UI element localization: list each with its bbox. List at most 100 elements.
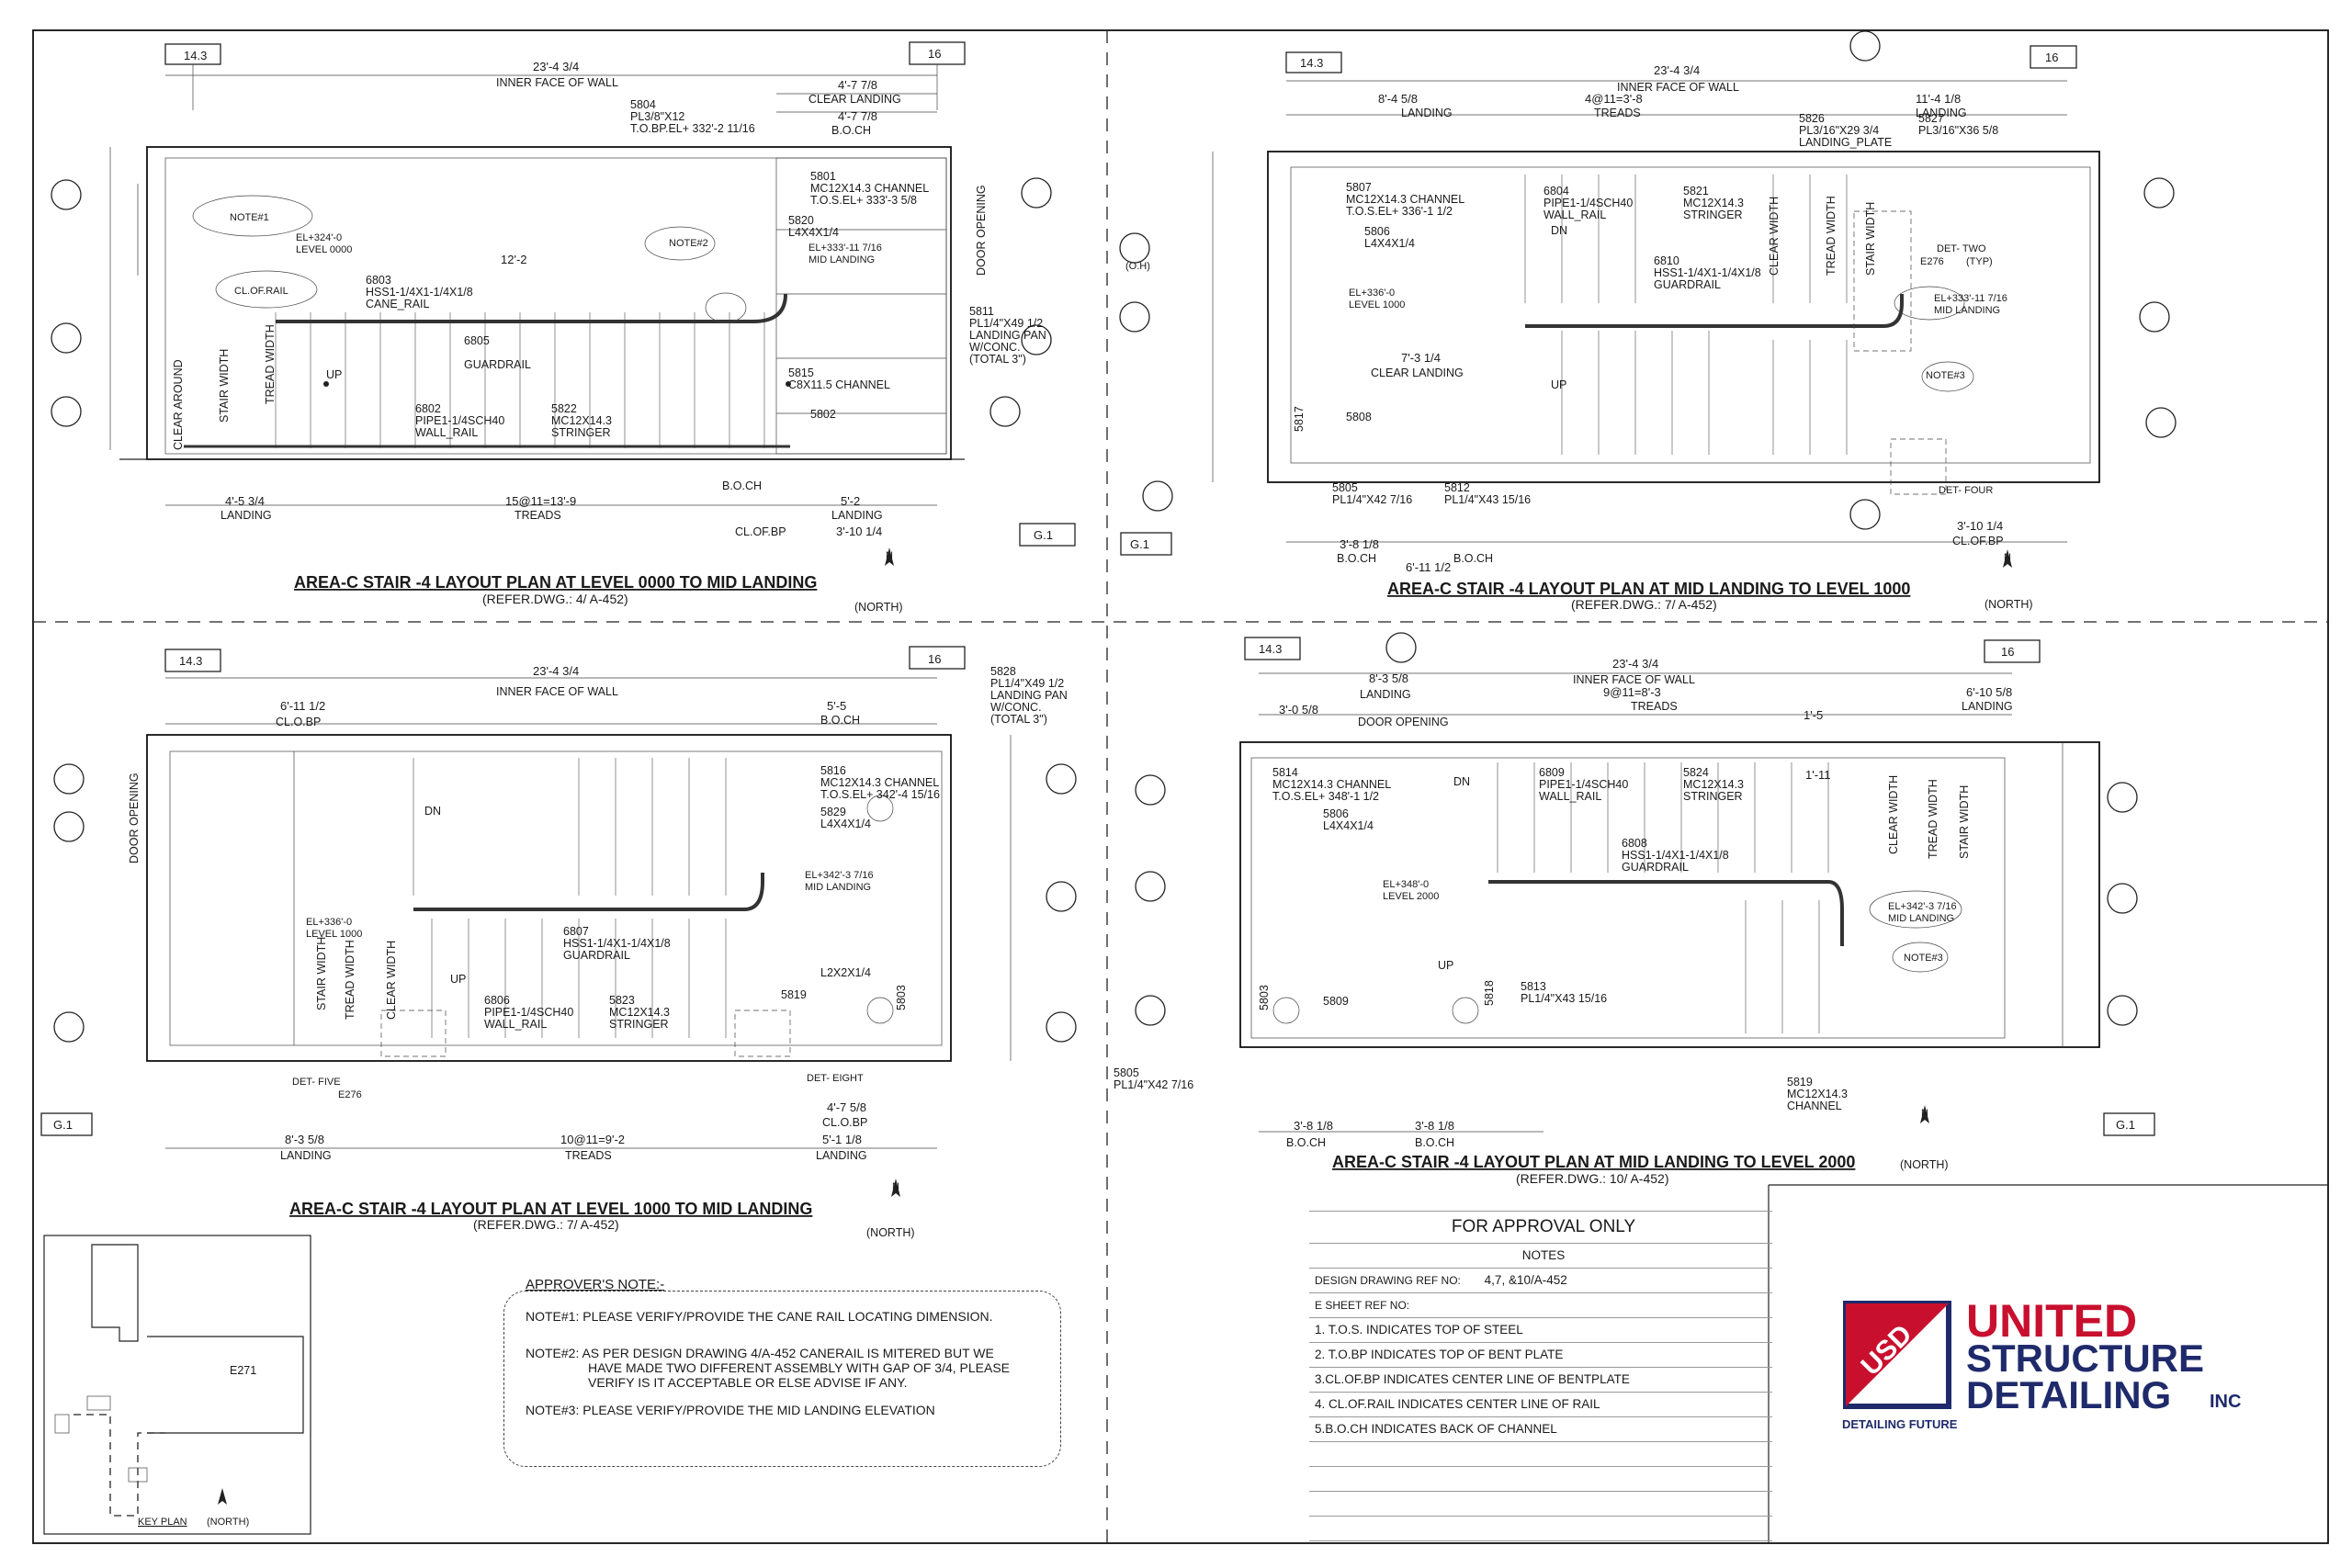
- dim-label: INNER FACE OF WALL: [1617, 81, 1739, 94]
- esheet-row: E SHEET REF NO:: [1309, 1293, 1772, 1318]
- dim-landing: 8'-3 5/8: [285, 1133, 324, 1146]
- grid-left: 14.3: [179, 654, 202, 668]
- note-item: 4. CL.OF.RAIL INDICATES CENTER LINE OF R…: [1309, 1393, 1772, 1417]
- north-arrow-icon: N (NORTH): [1984, 549, 2033, 611]
- elevation: EL+342'-3 7/16: [805, 870, 874, 881]
- piece-desc: WALL_RAIL: [1544, 209, 1606, 221]
- dim-label: LANDING: [1916, 107, 1967, 119]
- piece-mark: 6808: [1622, 837, 1647, 850]
- keyplan-north: (NORTH): [207, 1517, 249, 1528]
- elevation: EL+342'-3 7/16: [1888, 901, 1957, 912]
- piece-desc: MC12X14.3 CHANNEL: [1272, 778, 1391, 791]
- piece-desc: GUARDRAIL: [563, 949, 630, 962]
- note-item: 5.B.O.CH INDICATES BACK OF CHANNEL: [1309, 1417, 1772, 1442]
- dim-clbp: 4'-7 5/8: [827, 1100, 866, 1114]
- dim-label: CL.OF.BP: [1952, 535, 2004, 547]
- dim-label: LANDING: [1401, 107, 1453, 119]
- dim-label: CL.O.BP: [276, 716, 321, 728]
- grid-right: 16: [2001, 645, 2014, 659]
- piece-desc: STRINGER: [1683, 790, 1743, 803]
- dim-label: TREADS: [1631, 700, 1678, 713]
- notes-heading: NOTES: [1309, 1244, 1772, 1269]
- grid-bottom: G.1: [1034, 528, 1053, 542]
- grid-right: 16: [2045, 51, 2058, 64]
- note-item: 3.CL.OF.BP INDICATES CENTER LINE OF BENT…: [1309, 1368, 1772, 1393]
- dim-boch: 3'-8 1/8: [1294, 1119, 1333, 1133]
- dim-label: B.O.CH: [820, 714, 860, 727]
- piece-desc: HSS1-1/4X1-1/4X1/8: [366, 286, 473, 299]
- cloud-note: NOTE#2: [669, 238, 708, 249]
- north-arrow-icon: N (NORTH): [1900, 1105, 1949, 1171]
- dim-treads: 15@11=13'-9: [505, 494, 576, 508]
- dim-label: CL.OF.BP: [735, 525, 786, 538]
- piece-desc: WALL_RAIL: [484, 1018, 547, 1031]
- dim-label: LANDING: [831, 509, 883, 522]
- stair-width: STAIR WIDTH: [1958, 785, 1971, 859]
- up-label: UP: [1438, 959, 1453, 972]
- tread-width: TREAD WIDTH: [1927, 779, 1939, 859]
- logo-line2: STRUCTURE: [1966, 1337, 2204, 1380]
- treads: [275, 312, 765, 448]
- plan-level-0000-to-mid: 14.3 16 G.1 23'-4 3/4 INNER FACE OF WALL…: [51, 41, 1076, 614]
- grid-left: 14.3: [1300, 56, 1323, 70]
- dim-landing: 8'-4 5/8: [1378, 92, 1418, 106]
- dn-label: DN: [1453, 775, 1470, 788]
- door-opening: DOOR OPENING: [1358, 716, 1449, 728]
- keyplan-label: KEY PLAN: [138, 1517, 187, 1528]
- design-ref-row: DESIGN DRAWING REF NO: 4,7, &10/A-452: [1309, 1269, 1772, 1293]
- plan-ref: (REFER.DWG.: 7/ A-452): [1571, 597, 1717, 612]
- dim-landing: 8'-3 5/8: [1369, 671, 1408, 685]
- piece-mark: 5824: [1683, 766, 1709, 779]
- piece-desc: C8X11.5 CHANNEL: [788, 378, 890, 391]
- elevation: EL+348'-0: [1383, 879, 1429, 890]
- grid-left: 14.3: [184, 49, 207, 62]
- piece-mark: 6802: [415, 402, 441, 415]
- piece-desc: L4X4X1/4: [820, 818, 871, 830]
- keyplan-north-icon: [218, 1488, 227, 1505]
- approver-heading: APPROVER'S NOTE:-: [526, 1277, 665, 1292]
- note-blank: [1309, 1442, 1772, 1467]
- piece-mark: 5823: [609, 994, 635, 1007]
- piece-mark: 5819: [1787, 1076, 1813, 1089]
- dim-label: TREADS: [514, 509, 561, 522]
- piece-desc: MC12X14.3: [551, 414, 612, 427]
- detail-sheet: E276: [338, 1089, 362, 1100]
- dim-boch: 6'-11 1/2: [1406, 560, 1451, 574]
- piece-desc: (TOTAL 3"): [990, 713, 1047, 726]
- dim-label: B.O.CH: [1453, 552, 1493, 565]
- detail-tag: DET- TWO: [1937, 243, 1986, 254]
- north-label: (NORTH): [1984, 598, 2033, 611]
- dim-label: LANDING: [1962, 700, 2013, 713]
- logo-line1: UNITED: [1966, 1295, 2138, 1347]
- dim-boch: 4'-7 7/8: [838, 109, 877, 123]
- piece-desc: HSS1-1/4X1-1/4X1/8: [563, 937, 671, 950]
- piece-mark: 5817: [1293, 406, 1306, 432]
- elevation: MID LANDING: [808, 254, 875, 265]
- dim-treads: 9@11=8'-3: [1603, 685, 1661, 699]
- detail-tag: DET- EIGHT: [807, 1073, 864, 1084]
- dim-landing: 5'-1 1/8: [822, 1133, 862, 1146]
- dim-landing: 6'-11 1/2: [280, 699, 325, 713]
- svg-text:N: N: [886, 550, 893, 561]
- clear-around: CLEAR AROUND: [172, 359, 185, 450]
- elevation: EL+333'-11 7/16: [808, 243, 882, 254]
- piece-desc: L4X4X1/4: [788, 226, 839, 239]
- svg-text:N: N: [2004, 552, 2011, 563]
- plan-mid-to-level-1000: 14.3 16 G.1 23'-4 3/4 INNER FACE OF WALL…: [1119, 30, 2177, 612]
- piece-elev: T.O.S.EL+ 342'-4 15/16: [820, 788, 940, 801]
- approver-note-3: NOTE#3: PLEASE VERIFY/PROVIDE THE MID LA…: [526, 1403, 935, 1417]
- elevation: EL+324'-0: [296, 232, 342, 243]
- piece-mark: 5815: [788, 367, 814, 379]
- piece-mark: 5821: [1683, 185, 1709, 197]
- piece-desc: GUARDRAIL: [464, 358, 531, 371]
- cloud-note: NOTE#3: [1904, 953, 1943, 964]
- piece-mark: 5803: [1258, 985, 1271, 1010]
- note-item: 1. T.O.S. INDICATES TOP OF STEEL: [1309, 1318, 1772, 1343]
- piece-desc: PL1/4"X42 7/16: [1114, 1078, 1193, 1091]
- piece-mark: 5806: [1364, 225, 1390, 238]
- dim-label: CL.O.BP: [822, 1116, 867, 1129]
- dim-landing: 7'-3 1/4: [1401, 351, 1441, 365]
- piece-desc: PL1/4"X43 15/16: [1444, 493, 1531, 506]
- piece-desc: STRINGER: [551, 426, 611, 439]
- piece-desc: MC12X14.3: [1787, 1088, 1848, 1100]
